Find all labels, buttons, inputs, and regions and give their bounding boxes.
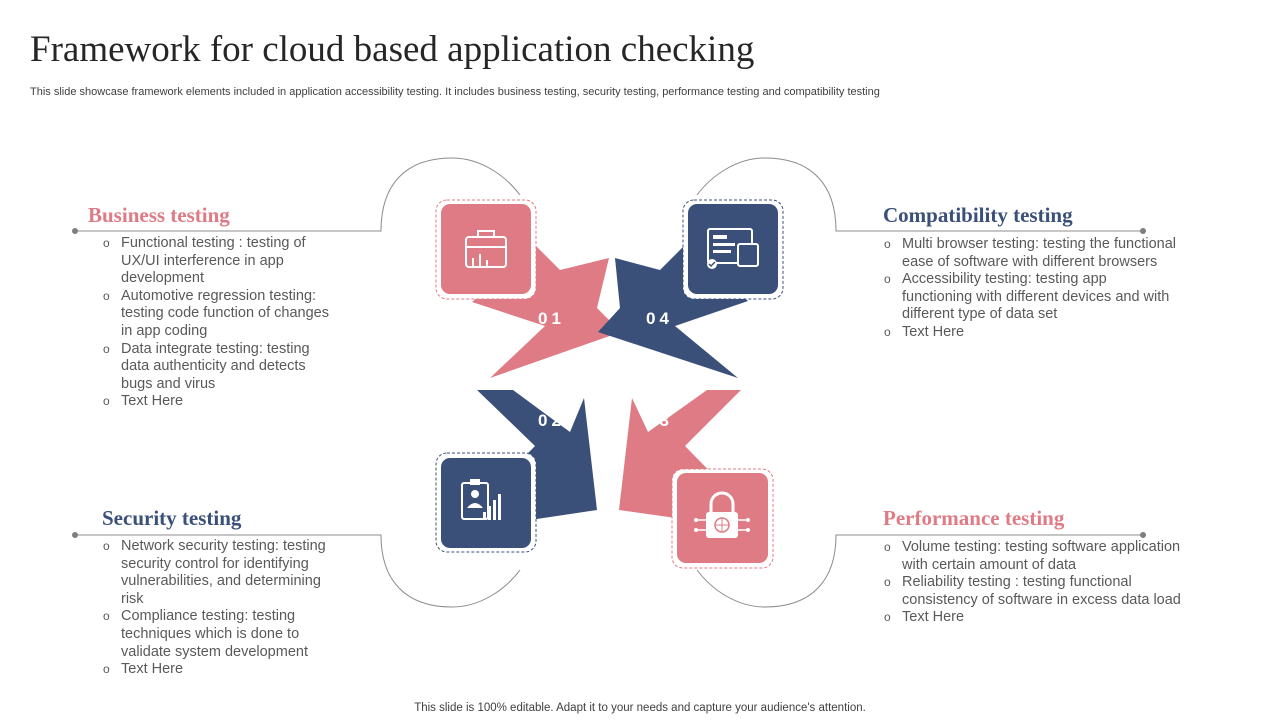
business-testing-list: Functional testing : testing of UX/UI in… — [103, 235, 338, 411]
performance-testing-list: Volume testing: testing software applica… — [884, 539, 1194, 627]
connector-end-dot — [1140, 228, 1146, 234]
connector-compatibility — [696, 157, 1143, 232]
list-item: Reliability testing : testing functional… — [884, 574, 1194, 609]
page-title: Framework for cloud based application ch… — [30, 29, 755, 70]
page-subtitle: This slide showcase framework elements i… — [30, 86, 880, 98]
list-item: Text Here — [884, 324, 1179, 342]
step-number-04: 04 — [646, 309, 673, 328]
icon-box-04 — [682, 199, 784, 300]
list-item: Data integrate testing: testing data aut… — [103, 341, 338, 394]
performance-testing-heading: Performance testing — [883, 506, 1065, 530]
briefcase-growth-icon — [465, 230, 507, 268]
list-item: Functional testing : testing of UX/UI in… — [103, 235, 338, 288]
list-item: Volume testing: testing software applica… — [884, 539, 1194, 574]
connector-security — [75, 534, 521, 608]
report-chart-icon — [461, 479, 501, 520]
security-testing-heading: Security testing — [102, 506, 242, 530]
compatibility-testing-heading: Compatibility testing — [883, 203, 1073, 227]
list-item: Accessibility testing: testing app funct… — [884, 271, 1179, 324]
list-item: Network security testing: testing securi… — [103, 538, 328, 608]
list-item: Multi browser testing: testing the funct… — [884, 236, 1179, 271]
step-number-03: 03 — [646, 411, 673, 430]
security-testing-list: Network security testing: testing securi… — [103, 538, 328, 679]
network-lock-icon — [694, 491, 750, 538]
icon-box-02 — [435, 452, 537, 553]
business-testing-heading: Business testing — [88, 203, 230, 227]
connector-performance — [696, 534, 1143, 608]
web-dashboard-icon — [707, 228, 759, 269]
list-item: Text Here — [103, 393, 338, 411]
connector-end-dot — [72, 228, 78, 234]
icon-box-01 — [435, 199, 537, 300]
connector-end-dot — [1140, 532, 1146, 538]
list-item: Compliance testing: testing techniques w… — [103, 608, 328, 661]
list-item: Text Here — [884, 609, 1194, 627]
list-item: Text Here — [103, 661, 328, 679]
icon-box-03 — [671, 468, 774, 569]
compatibility-testing-list: Multi browser testing: testing the funct… — [884, 236, 1179, 342]
step-number-01: 01 — [538, 309, 565, 328]
connector-end-dot — [72, 532, 78, 538]
footer-note: This slide is 100% editable. Adapt it to… — [414, 702, 866, 714]
list-item: Automotive regression testing: testing c… — [103, 288, 338, 341]
step-number-02: 02 — [538, 411, 565, 430]
connector-business — [75, 157, 521, 232]
